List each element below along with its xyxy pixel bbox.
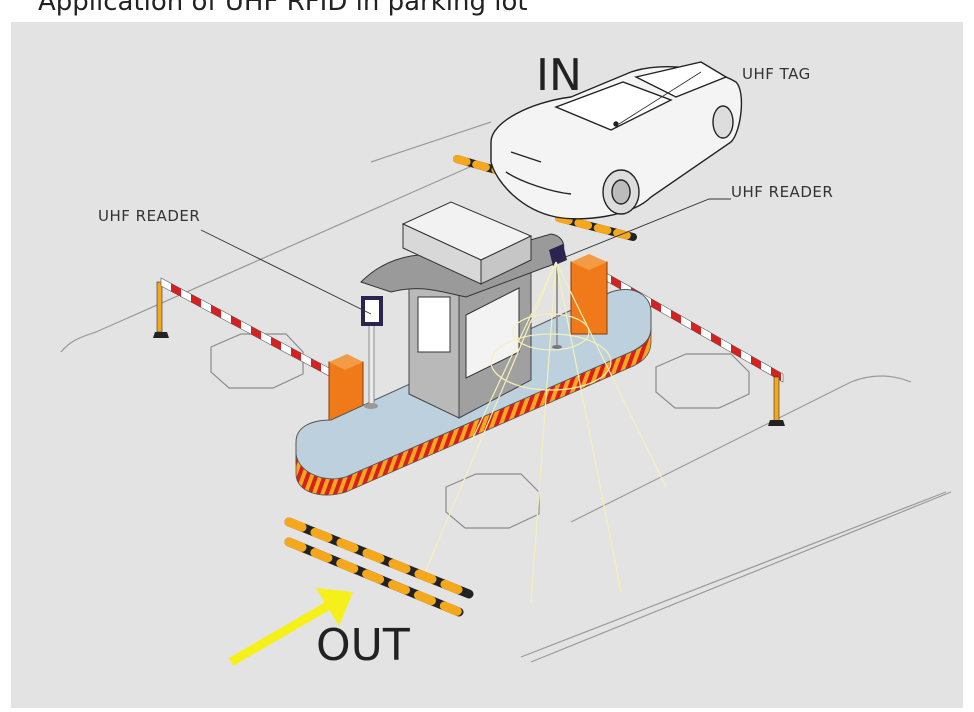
lane-line-right — [570, 375, 912, 523]
barrier-left-rest-post — [156, 281, 163, 333]
barrier-right-rest-post — [773, 376, 780, 423]
speed-bump-exit — [284, 517, 474, 617]
barrier-left — [153, 277, 364, 433]
parking-lot-diagram: IN OUT UHF TAG UHF READER UHF READER — [11, 22, 963, 708]
barrier-left-arm — [160, 277, 345, 385]
lane-line-bottom-right — [530, 491, 952, 663]
lane-line-bottom-right-2 — [520, 491, 947, 658]
rf-beams — [420, 261, 667, 603]
spot-outline-right — [655, 353, 750, 409]
barrier-right-box — [570, 254, 608, 335]
uhf-reader-right-device — [549, 244, 567, 349]
diagram-canvas — [60, 61, 952, 666]
label-leader-lines — [200, 71, 731, 315]
label-in: IN — [536, 50, 582, 101]
lane-line-top-left — [60, 161, 482, 353]
label-uhf-reader-right: UHF READER — [731, 183, 834, 201]
uhf-reader-left-device — [361, 296, 383, 409]
label-out: OUT — [316, 620, 410, 671]
lane-lines — [60, 121, 952, 663]
toll-booth — [360, 201, 565, 419]
label-uhf-reader-left: UHF READER — [98, 207, 201, 225]
label-uhf-tag: UHF TAG — [742, 65, 811, 83]
leader-uhf-reader-right — [562, 198, 731, 259]
car-illustration — [490, 61, 743, 220]
leader-uhf-tag — [618, 71, 702, 125]
leader-uhf-reader-left — [200, 229, 372, 315]
spot-outline-center — [445, 473, 540, 529]
reader-right-antenna — [549, 244, 567, 266]
exit-arrow-icon — [228, 588, 353, 666]
spot-outline-left — [210, 333, 304, 389]
reader-left-antenna — [361, 296, 383, 326]
caption-text: Application of UHF RFID in parking lot — [38, 0, 528, 17]
lane-line-top — [370, 121, 492, 163]
caption-strip: Application of UHF RFID in parking lot — [0, 0, 974, 20]
